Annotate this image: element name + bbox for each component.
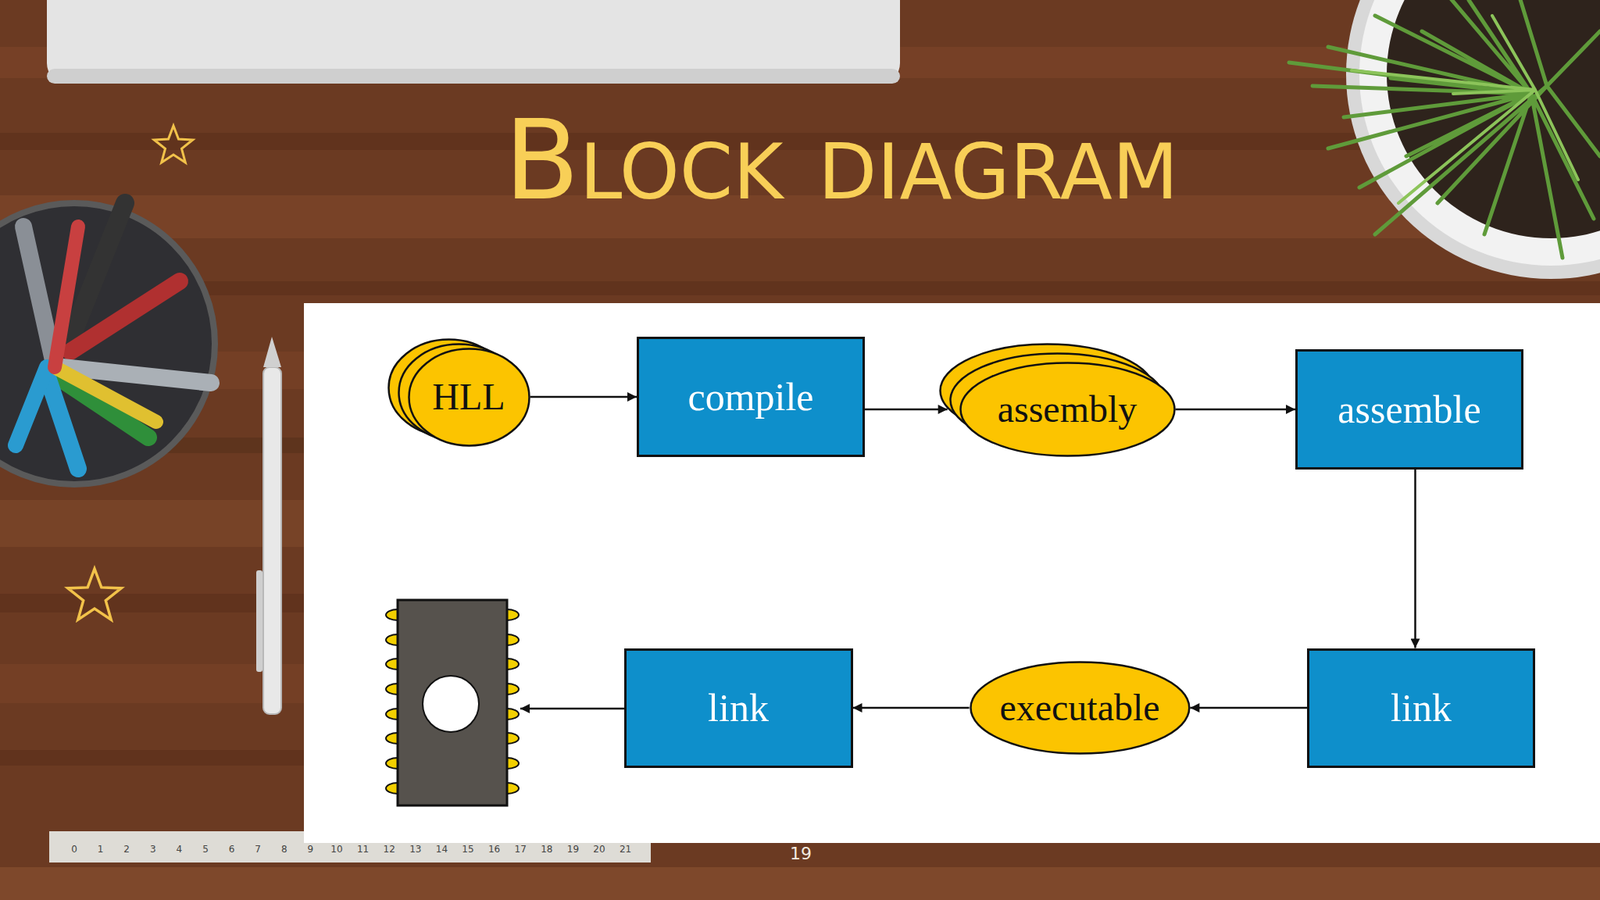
node-label: compile [687,375,814,419]
node-label: link [1390,686,1452,730]
ruler-number: 15 [461,844,474,854]
ruler-number: 14 [435,844,448,854]
ruler-number: 4 [176,844,183,854]
ellipse-shape [970,662,1190,754]
chip-body [397,600,508,806]
ruler-number: 20 [592,844,605,854]
star-doodle [153,125,193,163]
chip-symbol [385,600,519,806]
ruler-number: 21 [619,844,632,854]
process-box: link [1307,648,1536,768]
chip-hole [422,675,479,733]
ellipse-shape [408,348,529,446]
ruler-number: 1 [97,844,104,854]
node-label: HLL [432,376,505,418]
node-label: assemble [1337,388,1481,432]
flow-arrow [530,396,638,399]
node-label: assembly [997,389,1138,431]
pen-holder [0,203,215,485]
star-doodle [67,568,122,620]
wood-band [0,867,1600,900]
laptop-edge [46,68,900,84]
ruler-number: 6 [228,844,236,854]
ruler-number: 11 [357,844,369,854]
wood-band [0,281,1600,296]
flow-arrow [864,408,948,411]
ruler-number: 8 [281,844,288,854]
node-label: executable [999,687,1160,729]
pen [15,367,47,446]
ruler-number: 3 [150,844,157,854]
ruler-number: 13 [409,844,422,854]
plant-grass [1289,0,1600,258]
node-label: link [707,686,769,730]
ruler-number: 19 [567,844,579,854]
pen [46,375,79,469]
ruler-number: 5 [202,844,209,854]
data-ellipse: assembly [959,361,1176,458]
plant-pot [1359,0,1600,266]
pencil [256,336,282,715]
data-ellipse: HLL [407,347,531,447]
ellipse-shape [960,363,1175,457]
pen [23,226,55,368]
data-ellipse: executable [969,660,1191,755]
ruler-number: 10 [330,844,343,854]
holder-cup [0,203,215,485]
ruler-number: 2 [123,844,130,854]
pencil-clip [256,570,263,672]
flow-arrow [853,707,970,710]
flow-arrow [1189,707,1308,710]
page-number: 19 [789,845,812,863]
flow-arrow [1414,469,1417,649]
ruler-number: 16 [488,844,500,854]
ruler-number: 7 [254,844,261,854]
stars [67,125,193,620]
pencil-body [263,367,282,715]
pen [54,367,157,422]
laptop [46,0,900,84]
ruler-number: 12 [383,844,396,854]
pen [54,226,79,368]
plant-pot [1346,0,1600,279]
diagram-title: Block diagram [504,106,1179,216]
ruler-number: 0 [71,844,78,854]
ruler-number: 18 [540,844,553,854]
process-box: link [624,648,854,768]
flow-arrow [1175,408,1297,411]
plant [1289,0,1600,279]
laptop-body [46,0,900,84]
ruler-number: 9 [307,844,315,854]
process-box: compile [636,336,865,458]
ruler-number: 17 [514,844,527,854]
process-box: assemble [1295,349,1524,470]
pencil-tip [263,336,282,368]
pen [70,281,180,352]
output-arrow [520,707,625,711]
white-panel [303,303,1600,843]
plant-grass [1351,15,1579,204]
